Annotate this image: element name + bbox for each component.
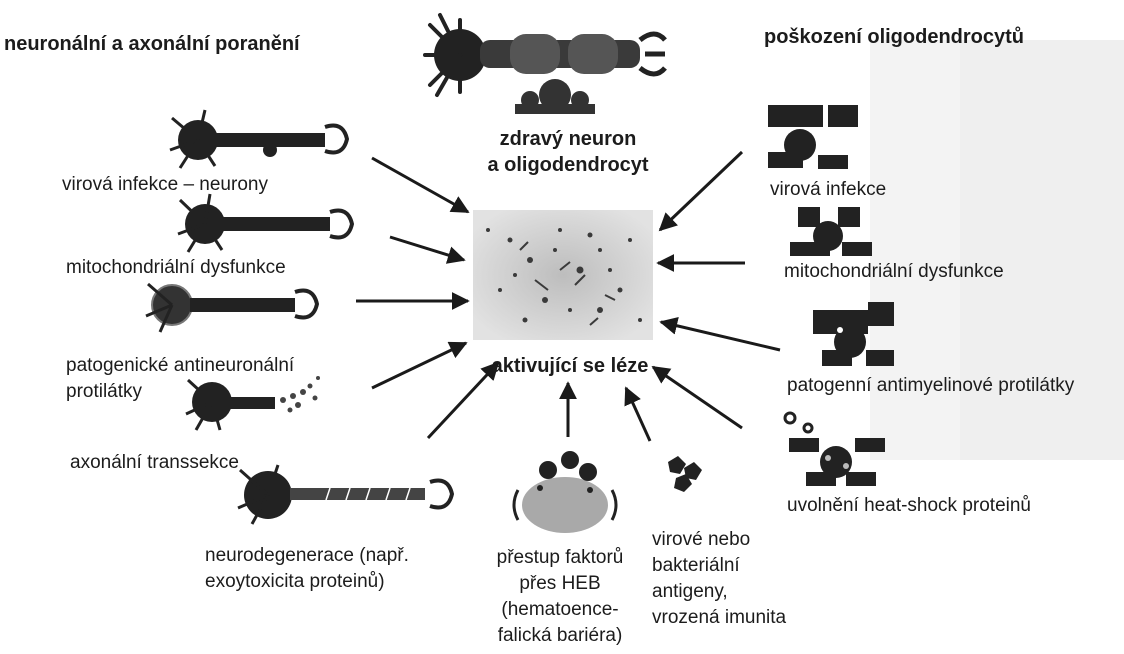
arrow-left-1 xyxy=(372,158,468,212)
header-left: neuronální a axonální poranění xyxy=(4,32,300,56)
heb-icon xyxy=(514,451,616,533)
healthy-label-2: a oligodendrocyt xyxy=(478,153,658,177)
heb-label-2: přes HEB xyxy=(475,572,645,596)
healthy-label-1: zdravý neuron xyxy=(478,127,658,151)
arrow-right-1 xyxy=(660,152,742,230)
left-axonal-label: axonální transsekce xyxy=(70,451,239,475)
left-neurodeg-label-1: neurodegenerace (např. xyxy=(205,544,409,568)
heb-label-3: (hematoence- xyxy=(475,598,645,622)
arrow-left-2 xyxy=(390,237,464,260)
antigen-label-1: virové nebo xyxy=(652,528,750,552)
right-antimyelin-label: patogenní antimyelinové protilátky xyxy=(787,374,1074,398)
left-mito-label: mitochondriální dysfunkce xyxy=(66,256,286,280)
antigen-label-4: vrozená imunita xyxy=(652,606,786,630)
left-pathogenic-label-2: protilátky xyxy=(66,380,142,404)
lesion-image xyxy=(473,210,653,340)
left-pathogenic-label-1: patogenické antineuronální xyxy=(66,354,294,378)
healthy-neuron-icon xyxy=(425,15,665,114)
lesion-label: aktivující se léze xyxy=(470,354,670,378)
neuron-viral-icon xyxy=(170,110,347,168)
neuron-antibodies-icon xyxy=(146,284,317,332)
header-right: poškození oligodendrocytů xyxy=(764,25,1024,49)
neuron-transsection-icon xyxy=(186,376,320,430)
arrow-bottom-2 xyxy=(626,388,650,441)
neuron-neurodegeneration-icon xyxy=(238,465,452,524)
antigen-label-2: bakteriální xyxy=(652,554,740,578)
left-viral-label: virová infekce – neurony xyxy=(62,173,268,197)
heb-label-1: přestup faktorů xyxy=(475,546,645,570)
antigen-icon xyxy=(668,456,702,492)
antigen-label-3: antigeny, xyxy=(652,580,728,604)
heb-label-4: falická bariéra) xyxy=(475,624,645,648)
right-viral-label: virová infekce xyxy=(770,178,886,202)
arrow-left-4 xyxy=(372,343,466,388)
oligodendrocyte-viral-icon xyxy=(768,105,858,169)
right-mito-label: mitochondriální dysfunkce xyxy=(784,260,1004,284)
right-heatshock-label: uvolnění heat-shock proteinů xyxy=(787,494,1031,518)
arrow-right-3 xyxy=(661,322,780,350)
left-neurodeg-label-2: exoytoxicita proteinů) xyxy=(205,570,385,594)
neuron-mito-icon xyxy=(178,194,352,252)
oligodendrocyte-mito-icon xyxy=(790,207,872,256)
